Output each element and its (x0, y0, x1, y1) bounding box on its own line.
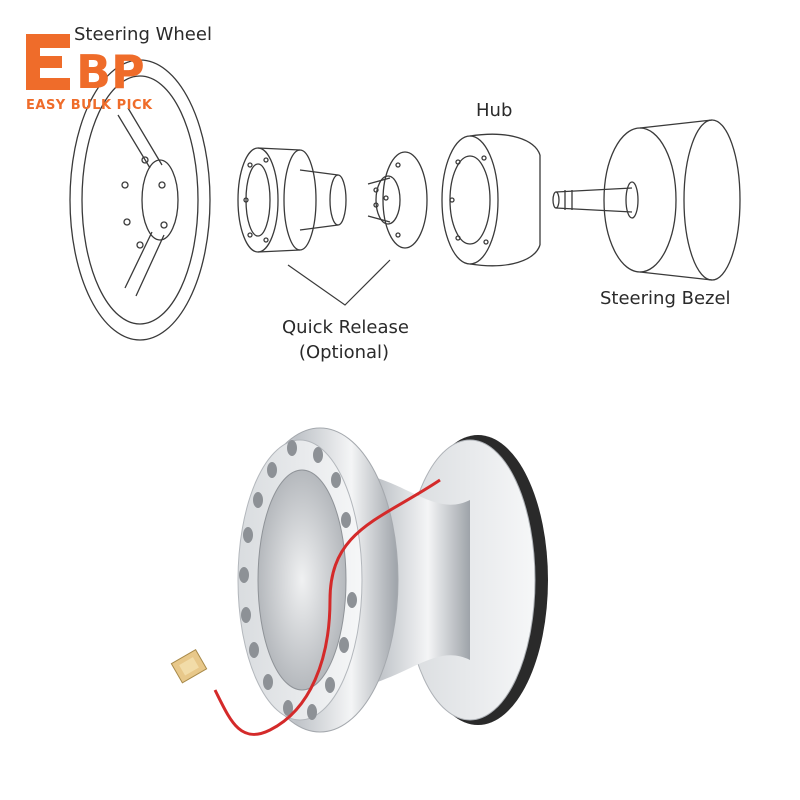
quick-release-base-drawing (237, 147, 347, 253)
quick-release-label-line1: Quick Release (282, 317, 409, 338)
quick-release-callout (287, 259, 391, 306)
steering-bezel-drawing (552, 119, 741, 281)
hub-label: Hub (476, 100, 513, 121)
steering-bezel-label: Steering Bezel (600, 288, 731, 309)
wire-connector (170, 649, 208, 684)
hub-drawing (441, 133, 541, 267)
svg-text:BP: BP (76, 45, 145, 99)
steering-wheel-label: Steering Wheel (74, 24, 212, 45)
ebp-logo: BP (26, 34, 145, 99)
steering-wheel-drawing (69, 59, 211, 341)
quick-release-label: Quick Release (Optional) (282, 315, 409, 365)
exploded-diagram (69, 59, 741, 341)
horn-wire (213, 478, 441, 736)
quick-release-flange-drawing (367, 151, 428, 249)
quick-release-label-line2: (Optional) (298, 342, 390, 363)
logo-tagline: EASY BULK PICK (26, 98, 153, 113)
